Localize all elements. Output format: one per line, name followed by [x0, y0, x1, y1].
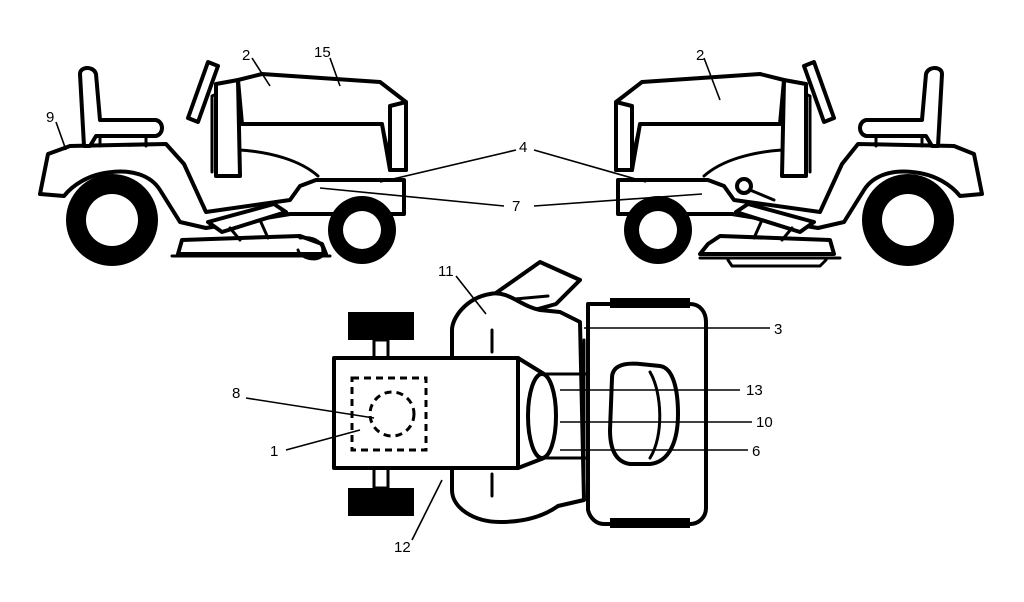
- callout-7: 7: [512, 198, 520, 215]
- rear-fender-left: [38, 142, 406, 230]
- rear-wheel-right: [862, 174, 954, 266]
- leader-lines: [55, 57, 770, 541]
- callout-6: 6: [752, 443, 760, 460]
- mower-deck-left: [170, 234, 332, 261]
- tractor-right-side-view: [614, 60, 984, 268]
- tractor-left-side-view: [38, 60, 408, 266]
- tractor-top-view: [332, 260, 708, 528]
- rear-tire-top-upper: [348, 312, 414, 362]
- callout-4: 4: [519, 139, 527, 156]
- callout-10: 10: [756, 414, 773, 431]
- seat-right: [858, 66, 944, 148]
- hood-emblem-top: [608, 361, 680, 466]
- callout-15: 15: [314, 44, 331, 61]
- hood-left: [236, 72, 408, 172]
- callout-2-right: 2: [696, 47, 704, 64]
- rear-tire-top-lower: [348, 466, 414, 516]
- rear-fender-right: [616, 142, 984, 230]
- callout-9: 9: [46, 109, 54, 126]
- front-tire-top-lower: [610, 518, 690, 528]
- hood-right: [614, 72, 786, 172]
- dash-tower-left: [214, 78, 242, 178]
- mower-deck-right: [698, 234, 842, 268]
- callout-3: 3: [774, 321, 782, 338]
- steering-wheel-top: [526, 372, 558, 460]
- seat-left: [78, 66, 164, 148]
- callout-1: 1: [270, 443, 278, 460]
- front-wheel-right: [624, 196, 692, 264]
- front-tire-top-upper: [610, 298, 690, 308]
- front-wheel-left: [328, 196, 396, 264]
- callout-labels: 2 15 9 2 4 7 11 3 13 10 6 8 1 12: [46, 44, 782, 556]
- steering-wheel-right: [802, 60, 836, 124]
- callout-12: 12: [394, 539, 411, 556]
- lift-lever-right: [735, 177, 776, 202]
- callout-13: 13: [746, 382, 763, 399]
- callout-2-left: 2: [242, 47, 250, 64]
- callout-8: 8: [232, 385, 240, 402]
- rear-wheel-left: [66, 174, 158, 266]
- fuel-cap-outline-top: [368, 390, 416, 438]
- pedal-right: [734, 202, 816, 234]
- dash-tower-right: [780, 78, 808, 178]
- pedal-left: [206, 202, 288, 234]
- callout-11: 11: [438, 263, 454, 280]
- steering-wheel-left: [186, 60, 220, 124]
